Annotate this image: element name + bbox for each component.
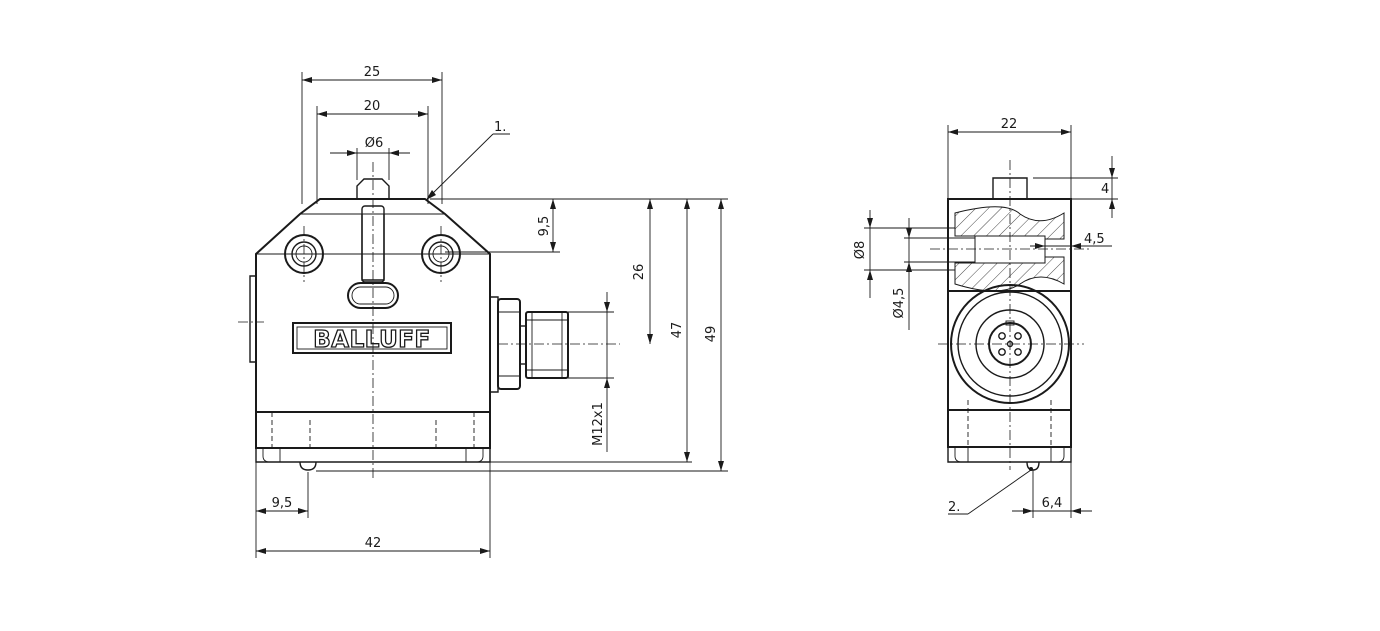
brand-logo: BALLUFF xyxy=(313,327,430,353)
dim-9-5-vertical: 9,5 xyxy=(537,216,552,237)
dim-dia-8: Ø8 xyxy=(853,241,868,260)
logo-plate xyxy=(292,322,452,354)
front-dimensions: 25 20 Ø6 1. 9,5 26 47 xyxy=(255,65,728,558)
side-view xyxy=(930,160,1090,471)
pin-1 xyxy=(998,332,1006,340)
dim-26: 26 xyxy=(632,264,647,281)
side-boss xyxy=(249,275,256,363)
dim-9-5-horizontal: 9,5 xyxy=(272,496,293,511)
dim-4: 4 xyxy=(1101,182,1109,197)
base-foot xyxy=(255,448,491,463)
pin-2 xyxy=(1014,332,1022,340)
dim-42: 42 xyxy=(365,536,382,551)
oval-hole-inner xyxy=(351,286,395,305)
dim-dia-6: Ø6 xyxy=(365,136,384,151)
side-dimensions: 22 4 Ø8 Ø4,5 4,5 6,4 2. xyxy=(853,117,1118,518)
callout-1: 1. xyxy=(494,120,506,135)
dim-47: 47 xyxy=(670,322,685,339)
dim-m12x1: M12x1 xyxy=(591,402,606,446)
grounding-stud xyxy=(299,461,317,471)
dim-20: 20 xyxy=(364,99,381,114)
side-base xyxy=(947,409,1072,448)
housing-base xyxy=(255,411,491,449)
dim-25: 25 xyxy=(364,65,381,80)
callout-2: 2. xyxy=(948,500,960,515)
dim-49: 49 xyxy=(704,326,719,343)
front-view: BALLUFF xyxy=(238,162,620,480)
pin-3 xyxy=(998,348,1006,356)
side-housing-lower xyxy=(947,290,1072,411)
dim-dia-4-5: Ø4,5 xyxy=(892,288,907,319)
dim-22: 22 xyxy=(1001,117,1018,132)
dim-4-5: 4,5 xyxy=(1084,232,1105,247)
side-grounding-stud xyxy=(1026,461,1040,471)
dim-6-4: 6,4 xyxy=(1042,496,1063,511)
plunger-tip xyxy=(356,178,390,199)
m12-connector xyxy=(490,296,569,393)
pin-4 xyxy=(1014,348,1022,356)
